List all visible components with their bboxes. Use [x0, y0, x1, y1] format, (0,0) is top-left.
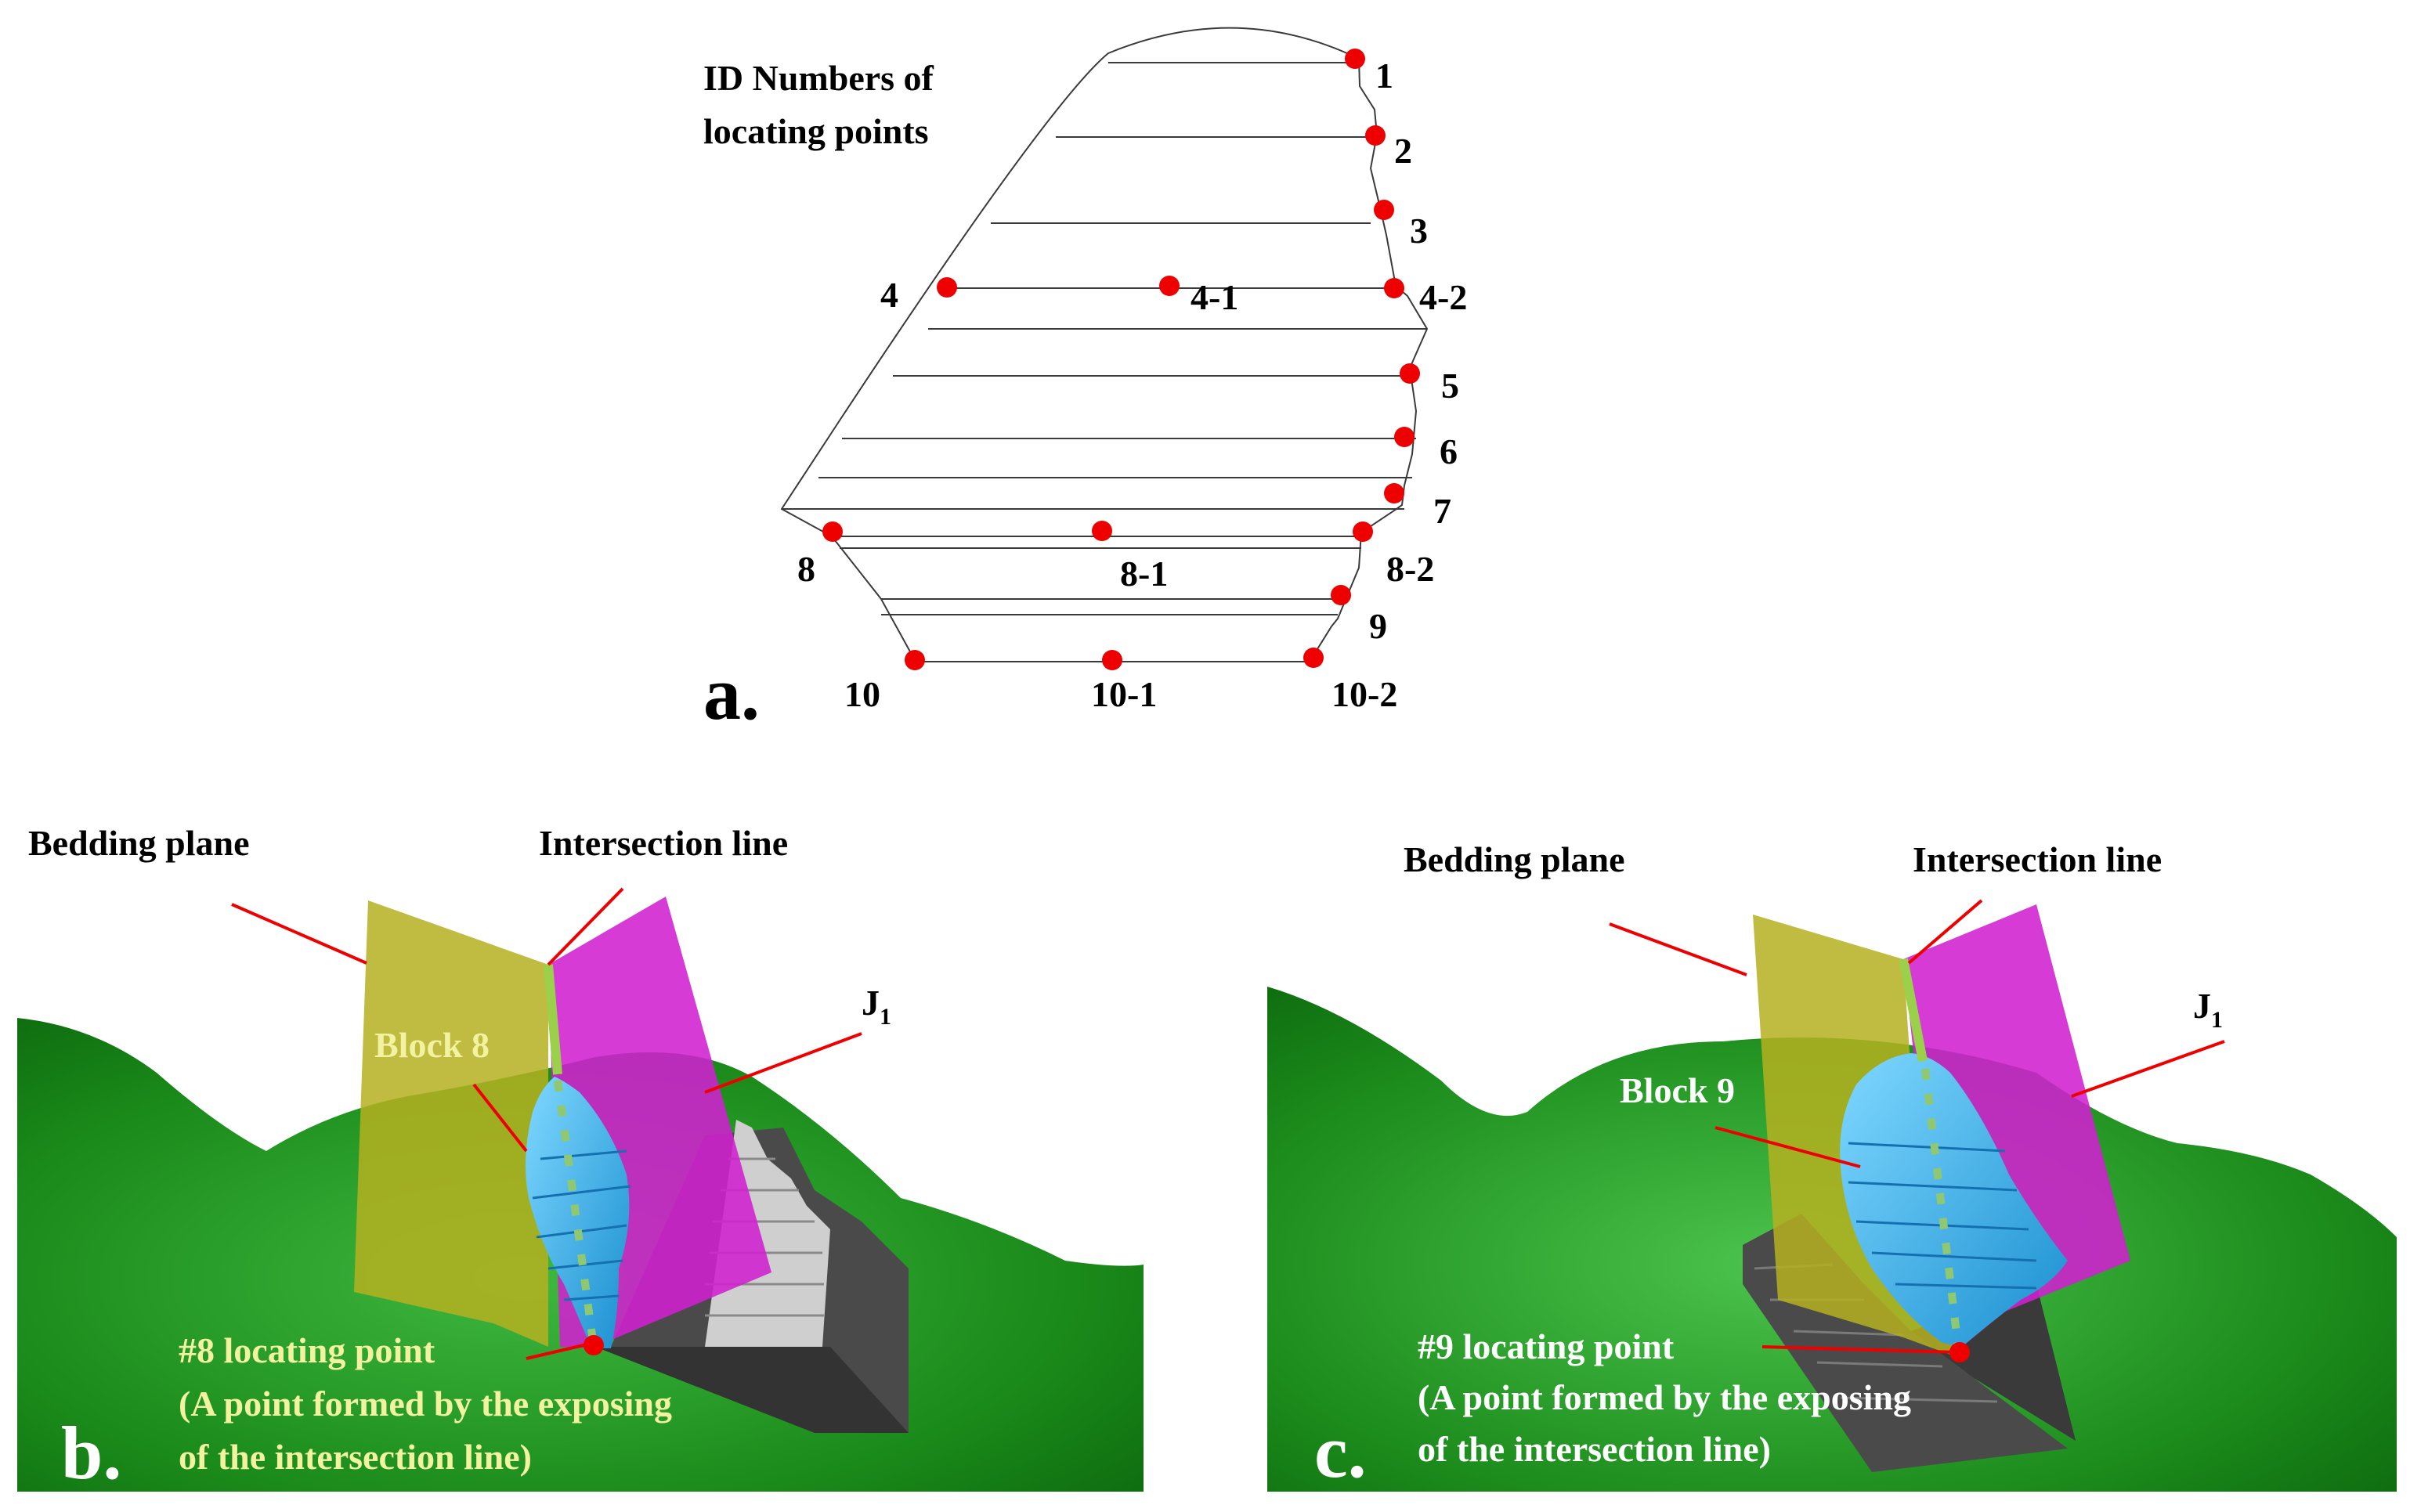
locating-point-2	[1365, 125, 1386, 146]
panel-b: Bedding plane Intersection line J1 Block…	[17, 823, 1144, 1495]
point-label: 5	[1441, 366, 1459, 406]
point-label: 4-1	[1191, 277, 1238, 317]
panel-b-letter: b.	[61, 1411, 121, 1495]
locating-point-6	[1394, 427, 1415, 447]
panel-a-title-line1: ID Numbers of	[703, 58, 934, 98]
point-label: 10	[844, 674, 880, 714]
locating-point-8-2	[1353, 521, 1373, 542]
locating-point-label: #9 locating point	[1418, 1326, 1675, 1366]
point-label: 3	[1410, 211, 1428, 251]
block-label: Block 9	[1620, 1070, 1735, 1110]
note-line-2: of the intersection line)	[179, 1437, 532, 1477]
joint-label: J1	[2193, 986, 2223, 1033]
locating-point-8-1	[1092, 521, 1112, 541]
intersection-line-hidden	[554, 1080, 598, 1348]
bedding-plane	[354, 900, 548, 1347]
slope-outline	[780, 27, 1429, 662]
intersection-line-hidden	[1921, 1068, 1962, 1348]
locating-point-10-2	[1303, 648, 1324, 668]
block-label: Block 8	[374, 1025, 490, 1065]
point-label: 10-2	[1331, 674, 1397, 714]
leader-lines	[231, 887, 862, 1360]
locating-point-9	[1331, 585, 1351, 605]
bedding-plane-label: Bedding plane	[1404, 839, 1625, 879]
leader-lines	[1609, 899, 2225, 1354]
point-label: 4	[880, 275, 898, 315]
joint-label: J1	[862, 983, 891, 1030]
intersection-line-label: Intersection line	[539, 823, 788, 863]
note-line-1: (A point formed by the exposing	[1418, 1377, 1911, 1417]
panel-a: ID Numbers of locating points	[703, 27, 1467, 735]
point-label: 7	[1433, 491, 1451, 531]
panel-a-title-line2: locating points	[703, 111, 929, 151]
locating-point-4-2	[1384, 278, 1404, 298]
locating-point-8-marker	[584, 1335, 604, 1355]
point-label: 2	[1394, 131, 1412, 171]
point-label: 8-1	[1120, 554, 1168, 594]
note-line-2: of the intersection line)	[1418, 1429, 1771, 1469]
locating-point-4-1	[1159, 276, 1180, 296]
point-label: 1	[1375, 56, 1393, 96]
locating-point-5	[1400, 363, 1420, 384]
locating-point-9-marker	[1949, 1342, 1970, 1362]
locating-point-3	[1374, 200, 1394, 220]
locating-point-1	[1345, 49, 1365, 69]
panel-a-letter: a.	[703, 651, 760, 735]
bedding-plane-label: Bedding plane	[28, 823, 250, 863]
point-label: 8-2	[1386, 549, 1434, 589]
point-label: 9	[1369, 606, 1387, 646]
note-line-1: (A point formed by the exposing	[179, 1384, 672, 1424]
locating-points	[822, 49, 1420, 670]
locating-point-7	[1384, 483, 1404, 503]
intersection-line	[1899, 958, 1928, 1063]
locating-point-10	[905, 650, 925, 670]
intersection-line-label: Intersection line	[1913, 839, 2162, 879]
block-9	[1840, 1053, 2068, 1347]
locating-point-label: #8 locating point	[179, 1330, 435, 1370]
point-labels: 1 2 3 4 4-1 4-2 5 6 7 8 8-1 8-2 9 10 10-…	[797, 56, 1467, 714]
panel-c-letter: c.	[1314, 1409, 1367, 1493]
locating-point-8	[822, 521, 843, 542]
intersection-line	[544, 964, 562, 1075]
point-label: 4-2	[1419, 277, 1467, 317]
panel-c: Bedding plane Intersection line J1 Block…	[1267, 839, 2397, 1493]
point-label: 10-1	[1091, 674, 1157, 714]
locating-point-4	[937, 277, 957, 298]
point-label: 8	[797, 549, 815, 589]
block-9-steps	[1848, 1142, 2037, 1290]
locating-point-10-1	[1102, 650, 1122, 670]
point-label: 6	[1440, 431, 1458, 471]
